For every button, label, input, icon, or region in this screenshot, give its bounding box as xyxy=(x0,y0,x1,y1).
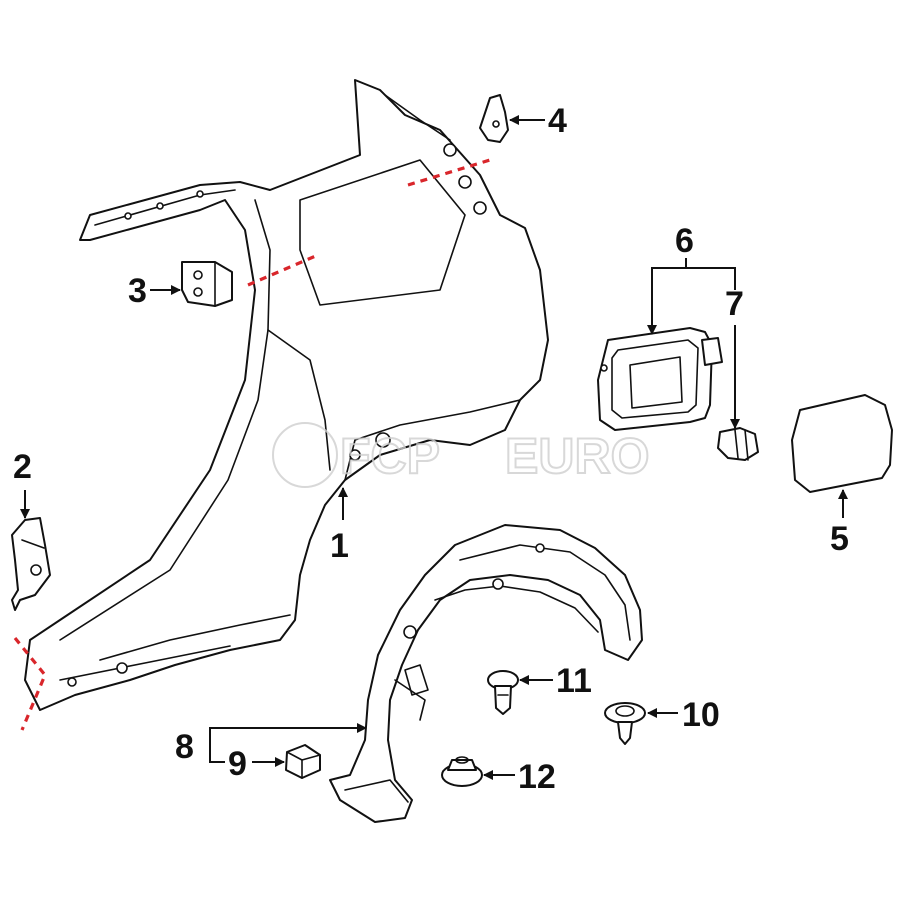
quarter-panel xyxy=(24,79,549,711)
clip-part-11 xyxy=(487,670,519,715)
watermark-logo-icon xyxy=(272,422,338,488)
callout-5: 5 xyxy=(830,520,849,558)
fender-liner xyxy=(329,524,643,823)
callout-9: 9 xyxy=(228,745,247,783)
cut-line-roof xyxy=(407,158,491,187)
callout-2: 2 xyxy=(13,448,32,486)
callout-3: 3 xyxy=(128,272,147,310)
callout-4: 4 xyxy=(548,102,567,140)
nut-part-12 xyxy=(441,756,483,787)
bracket-part-2 xyxy=(11,517,51,611)
bracket-part-4 xyxy=(479,94,509,143)
callout-1: 1 xyxy=(330,527,349,565)
fuel-door-actuator xyxy=(717,427,759,461)
callout-labels: 1 2 3 4 5 6 7 8 9 10 11 12 xyxy=(13,102,849,796)
clip-part-10 xyxy=(604,702,646,745)
callout-7: 7 xyxy=(725,285,744,323)
leader-lines xyxy=(20,115,848,780)
callout-6: 6 xyxy=(675,222,694,260)
cut-line-rocker xyxy=(13,636,47,731)
watermark: FCP EURO xyxy=(272,422,650,488)
bracket-part-3 xyxy=(181,261,233,307)
fuel-door xyxy=(791,394,893,493)
callout-12: 12 xyxy=(518,758,556,796)
watermark-suffix: EURO xyxy=(505,428,649,484)
callout-11: 11 xyxy=(556,662,592,700)
clip-part-9 xyxy=(285,744,321,779)
watermark-brand: FCP xyxy=(340,428,440,484)
fuel-filler-housing xyxy=(597,327,723,431)
callout-10: 10 xyxy=(682,696,720,734)
callout-8: 8 xyxy=(175,728,194,766)
